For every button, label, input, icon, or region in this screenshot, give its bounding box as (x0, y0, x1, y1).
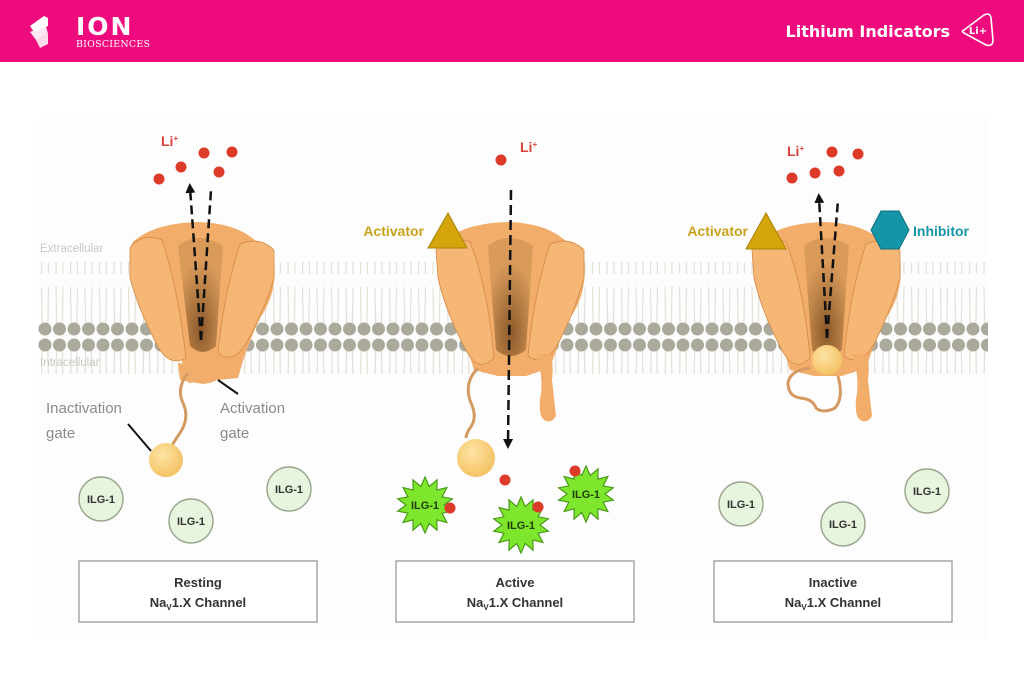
inhibitor-hexagon-icon (870, 210, 910, 250)
indicator-inactive: ILG-1 (904, 468, 950, 514)
channel-inactive (751, 222, 901, 422)
brand-subtitle: BIOSCIENCES (76, 39, 151, 50)
lithium-ion (213, 166, 225, 178)
inactivation-pointer (127, 423, 152, 452)
ion-label: Li+ (787, 143, 804, 159)
panel-resting: Li+ Inactivation gate Activation gate IL… (46, 133, 318, 623)
inhibitor-label: Inhibitor (913, 223, 970, 239)
inactivation-gate-label-1: Inactivation (46, 400, 122, 417)
svg-text:ILG-1: ILG-1 (572, 489, 600, 501)
indicator-inactive: ILG-1 (168, 498, 214, 544)
activator-label: Activator (363, 223, 424, 239)
state-label-box-active: Active NaV1.X Channel (395, 560, 635, 623)
brand-logo[interactable]: ION BIOSCIENCES (26, 12, 150, 52)
inactivation-gate-ball (149, 443, 183, 477)
channel-active (435, 222, 585, 422)
indicator-inactive: ILG-1 (718, 481, 764, 527)
lithium-ion (852, 148, 864, 160)
svg-text:NaV1.X Channel: NaV1.X Channel (467, 595, 563, 612)
svg-text:NaV1.X Channel: NaV1.X Channel (150, 595, 246, 612)
lithium-ion (809, 167, 821, 179)
inactivation-gate-label-2: gate (46, 425, 75, 442)
indicator-inactive: ILG-1 (78, 476, 124, 522)
activation-gate-label-1: Activation (220, 400, 285, 417)
activator-triangle-icon (745, 211, 787, 250)
svg-text:ILG-1: ILG-1 (87, 494, 115, 506)
bound-lithium-ion (569, 465, 581, 477)
logo-mark-icon (30, 16, 48, 48)
lithium-ion (175, 161, 187, 173)
svg-text:ILG-1: ILG-1 (275, 484, 303, 496)
intracellular-label: Intracellular (40, 357, 100, 369)
ion-label: Li+ (520, 139, 537, 155)
indicator-inactive: ILG-1 (820, 501, 866, 547)
svg-text:Active: Active (495, 575, 534, 590)
indicator-active: ILG-1 (492, 495, 550, 555)
panel-active: Activator Li+ ILG-1 ILG-1 ILG-1 (363, 139, 635, 623)
diagram-figure: Extracellular Intracellular Li+ Inact (38, 118, 988, 640)
svg-text:ILG-1: ILG-1 (507, 520, 535, 532)
svg-text:ILG-1: ILG-1 (177, 516, 205, 528)
indicator-active: ILG-1 (557, 464, 615, 524)
inactivation-gate-ball (457, 439, 495, 477)
starburst-shape (557, 464, 615, 524)
lithium-ion (826, 146, 838, 158)
inactivation-tether (164, 372, 190, 457)
svg-text:ILG-1: ILG-1 (829, 519, 857, 531)
svg-text:NaV1.X Channel: NaV1.X Channel (785, 595, 881, 612)
channel-diagram: Extracellular Intracellular Li+ Inact (38, 133, 988, 623)
svg-text:ILG-1: ILG-1 (727, 499, 755, 511)
header-bar: ION BIOSCIENCES Lithium Indicators Li+ (0, 0, 1024, 62)
lithium-ion (495, 154, 507, 166)
lithium-ion (833, 165, 845, 177)
extracellular-label: Extracellular (40, 243, 103, 255)
inactivation-gate-ball (812, 345, 842, 375)
page-title: Lithium Indicators (785, 22, 950, 41)
inactivation-tether (464, 366, 480, 439)
panel-inactive: Activator Inhibitor Li+ ILG-1 ILG-1 ILG-… (687, 143, 970, 623)
ion-exit-arrow (185, 183, 203, 341)
activator-label: Activator (687, 223, 748, 239)
lithium-ion (198, 147, 210, 159)
lithium-ion (226, 146, 238, 158)
activation-gate-label-2: gate (220, 425, 249, 442)
svg-text:ILG-1: ILG-1 (411, 500, 439, 512)
ion-entry-arrow (503, 189, 514, 449)
lithium-ion (153, 173, 165, 185)
brand-name: ION (76, 12, 134, 41)
channel-resting (129, 222, 275, 384)
indicator-inactive: ILG-1 (266, 466, 312, 512)
lithium-ion (786, 172, 798, 184)
badge-label: Li+ (969, 26, 987, 37)
indicator-active: ILG-1 (396, 475, 456, 535)
svg-text:Inactive: Inactive (809, 575, 857, 590)
activator-triangle-icon (427, 211, 468, 249)
svg-text:ILG-1: ILG-1 (913, 486, 941, 498)
state-label-box-inactive: Inactive NaV1.X Channel (713, 560, 953, 623)
ion-path-dashed (199, 189, 213, 341)
state-label-box-resting: Resting NaV1.X Channel (78, 560, 318, 623)
bound-lithium-ion (444, 502, 456, 514)
starburst-shape (396, 475, 454, 535)
lithium-badge-icon: Li+ (961, 13, 994, 47)
ion-path-dashed (825, 199, 840, 339)
bound-lithium-ion (532, 501, 544, 513)
svg-text:Resting: Resting (174, 575, 222, 590)
ion-exit-arrow (814, 193, 829, 339)
activation-pointer (217, 379, 239, 395)
ion-label: Li+ (161, 133, 178, 149)
inactivation-tether (786, 366, 842, 413)
lithium-ion (499, 474, 511, 486)
